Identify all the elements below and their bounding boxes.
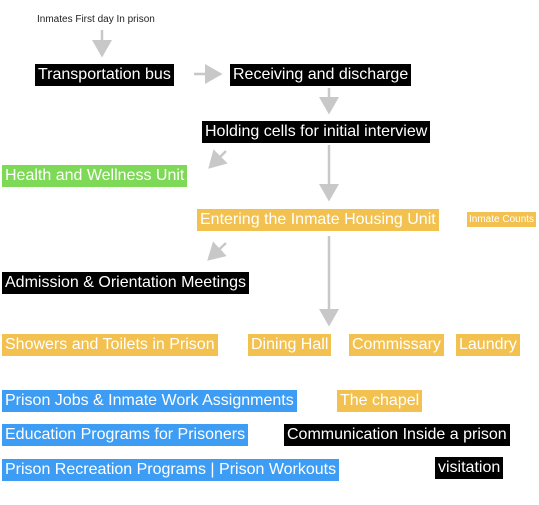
node-dining-hall: Dining Hall	[248, 334, 332, 356]
node-prison-jobs: Prison Jobs & Inmate Work Assignments	[2, 390, 297, 412]
node-inmate-housing: Entering the Inmate Housing Unit	[197, 209, 439, 231]
node-communication: Communication Inside a prison	[284, 424, 510, 446]
node-showers-toilets: Showers and Toilets in Prison	[2, 334, 218, 356]
node-visitation: visitation	[435, 457, 504, 479]
node-commissary: Commissary	[349, 334, 444, 356]
node-chapel: The chapel	[337, 390, 423, 412]
node-receiving-discharge: Receiving and discharge	[230, 64, 412, 86]
node-laundry: Laundry	[456, 334, 520, 356]
node-holding-cells: Holding cells for initial interview	[202, 121, 431, 143]
arrow-housing-to-admission	[207, 241, 227, 261]
node-recreation-programs: Prison Recreation Programs | Prison Work…	[2, 459, 340, 481]
node-health-wellness: Health and Wellness Unit	[2, 165, 188, 187]
node-inmate-counts: Inmate Counts	[467, 212, 537, 227]
node-education-programs: Education Programs for Prisoners	[2, 424, 249, 446]
arrow-holding-to-health	[208, 149, 228, 169]
start-note: Inmates First day In prison	[37, 14, 155, 25]
node-admission-orientation: Admission & Orientation Meetings	[2, 272, 249, 294]
node-transportation-bus: Transportation bus	[35, 64, 174, 86]
